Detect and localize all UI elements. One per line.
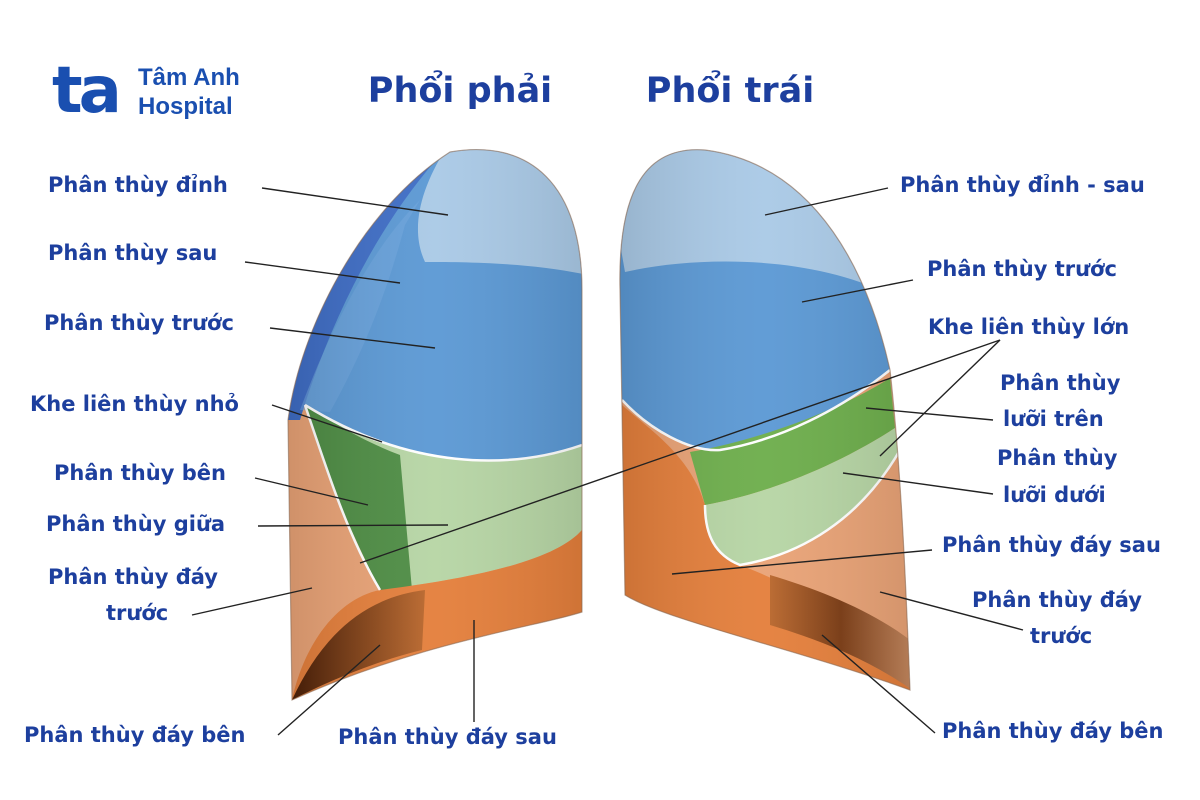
- label-left-major-fissure: Khe liên thùy lớn: [928, 315, 1129, 339]
- label-left-apicoposterior: Phân thùy đỉnh - sau: [900, 173, 1145, 197]
- left-lung-title: Phổi trái: [646, 69, 814, 111]
- label-right-anterior: Phân thùy trước: [44, 311, 234, 335]
- hospital-logo: ta Tâm Anh Hospital: [52, 54, 240, 128]
- right-lung-shading: [288, 149, 582, 700]
- logo-mark: ta: [52, 54, 118, 128]
- leader-right-medial: [257, 524, 449, 527]
- leader-left-apicoposterior: [764, 187, 889, 216]
- label-left-anterior-basal-line1: Phân thùy đáy: [972, 588, 1142, 612]
- label-right-medial: Phân thùy giữa: [46, 512, 225, 536]
- left-lung-outline: [619, 149, 911, 691]
- leader-right-apical: [261, 187, 449, 216]
- leader-right-anterior-basal: [191, 587, 313, 616]
- label-right-lateral-basal: Phân thùy đáy bên: [24, 723, 246, 747]
- label-left-lateral-basal: Phân thùy đáy bên: [942, 719, 1164, 743]
- left-lung-illustration: [619, 149, 910, 690]
- leader-left-posterior-basal: [671, 549, 933, 575]
- label-right-anterior-basal-line1: Phân thùy đáy: [48, 565, 218, 589]
- leader-left-lateral-basal: [821, 634, 936, 734]
- right-lung-outline: [287, 148, 583, 701]
- label-right-posterior: Phân thùy sau: [48, 241, 217, 265]
- label-left-superior-lingular-line1: Phân thùy: [1000, 371, 1121, 395]
- leader-right-lateral-basal: [277, 644, 381, 736]
- label-left-inferior-lingular-line2: lưỡi dưới: [1003, 483, 1106, 507]
- label-right-posterior-basal: Phân thùy đáy sau: [338, 725, 557, 749]
- label-left-posterior-basal: Phân thùy đáy sau: [942, 533, 1161, 557]
- leader-left-anterior: [801, 279, 914, 303]
- leader-left-anterior-basal: [879, 591, 1024, 631]
- leader-left-major-fissure-b: [879, 339, 1001, 457]
- label-right-apical: Phân thùy đỉnh: [48, 173, 228, 197]
- logo-line-2: Hospital: [138, 93, 233, 120]
- leader-left-major-fissure-a: [359, 339, 1001, 564]
- right-lung-illustration: [288, 149, 582, 700]
- left-lung-shading: [619, 149, 910, 690]
- leader-left-inferior-lingular: [842, 472, 994, 495]
- leader-right-posterior: [244, 261, 401, 284]
- logo-line-1: Tâm Anh: [138, 64, 240, 91]
- right-lung-title: Phổi phải: [368, 69, 552, 111]
- label-right-lateral: Phân thùy bên: [54, 461, 226, 485]
- label-left-superior-lingular-line2: lưỡi trên: [1003, 407, 1104, 431]
- leader-right-minor-fissure: [271, 404, 383, 443]
- label-right-minor-fissure: Khe liên thùy nhỏ: [30, 392, 239, 416]
- leader-left-superior-lingular: [865, 407, 994, 421]
- label-left-anterior-basal-line2: trước: [1030, 624, 1092, 648]
- leader-right-lateral: [254, 477, 369, 506]
- label-right-anterior-basal-line2: trước: [106, 601, 168, 625]
- leader-right-anterior: [269, 327, 436, 349]
- label-left-anterior: Phân thùy trước: [927, 257, 1117, 281]
- label-left-inferior-lingular-line1: Phân thùy: [997, 446, 1118, 470]
